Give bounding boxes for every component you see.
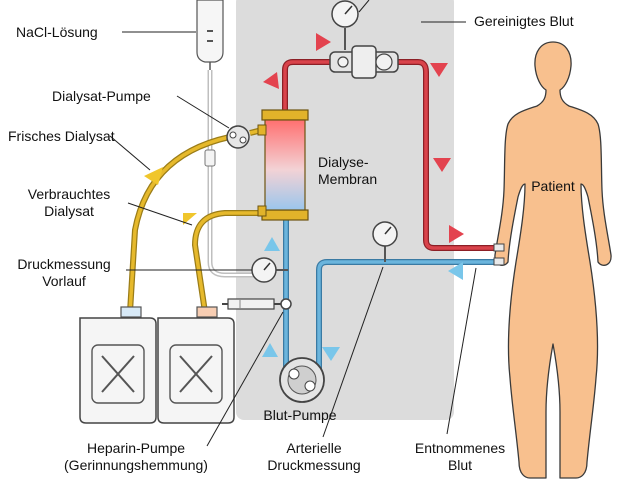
heparin-syringe[interactable] (222, 298, 286, 310)
used-dialysate-canister (157, 306, 235, 424)
flow-arrow-red (430, 63, 448, 77)
label-blood-pump: Blut-Pumpe (263, 407, 337, 423)
label-inflow-pressure-line2: Vorlauf (42, 273, 86, 289)
flow-arrow-blue (262, 343, 278, 357)
label-dialysate-pump: Dialysat-Pumpe (52, 88, 151, 104)
label-heparin-pump-line2: (Gerinnungshemmung) (64, 457, 208, 473)
label-purified-blood: Gereinigtes Blut (474, 13, 574, 29)
flow-arrow-blue (264, 237, 280, 251)
label-used-dialysate-line2: Dialysat (44, 203, 94, 219)
label-inflow-pressure: Druckmessung Vorlauf (2, 256, 126, 290)
blood-pump[interactable] (279, 357, 325, 403)
needle-connector (493, 243, 505, 266)
label-dialysis-membrane-line1: Dialyse- (318, 154, 369, 170)
label-withdrawn-blood-line1: Entnommenes (414, 440, 506, 456)
junction-clamp (280, 298, 292, 310)
dialysate-pump[interactable] (226, 125, 250, 149)
label-used-dialysate-line1: Verbrauchtes (27, 186, 111, 202)
flow-arrow-red (449, 225, 464, 243)
flow-arrow-red (433, 158, 451, 172)
saline-bag (196, 0, 224, 70)
label-fresh-dialysate: Frisches Dialysat (8, 128, 115, 144)
top-pressure-gauge (331, 0, 359, 50)
label-arterial-pressure: Arterielle Druckmessung (252, 440, 376, 474)
label-heparin-pump: Heparin-Pumpe (Gerinnungshemmung) (50, 440, 222, 474)
flow-arrows (144, 33, 464, 361)
drip-chamber (204, 149, 216, 167)
flow-arrow-red (263, 72, 279, 89)
fresh-dialysate-canister (79, 306, 157, 424)
label-used-dialysate: Verbrauchtes Dialysat (14, 186, 124, 220)
label-withdrawn-blood-line2: Blut (447, 457, 473, 473)
label-withdrawn-blood: Entnommenes Blut (398, 440, 522, 474)
label-dialysis-membrane: Dialyse- Membran (318, 154, 377, 188)
arterial-pressure-gauge (372, 221, 398, 247)
machine-panel (236, 0, 454, 420)
label-patient: Patient (531, 178, 575, 194)
label-arterial-pressure-line2: Druckmessung (267, 457, 361, 473)
flow-arrow-blue (322, 347, 340, 361)
flow-arrow-yellow (144, 167, 163, 185)
flow-arrow-yellow (183, 213, 197, 225)
label-dialysis-membrane-line2: Membran (318, 171, 378, 187)
label-nacl-solution: NaCl-Lösung (16, 24, 98, 40)
flow-arrow-red (316, 33, 331, 51)
leader-lines (109, 0, 477, 447)
air-trap (329, 45, 399, 79)
label-heparin-pump-line1: Heparin-Pumpe (86, 440, 186, 456)
flow-arrow-blue (448, 262, 463, 280)
label-arterial-pressure-line1: Arterielle (286, 440, 342, 456)
dialysis-membrane (257, 109, 309, 221)
label-inflow-pressure-line1: Druckmessung (17, 256, 111, 272)
patient-figure (494, 41, 612, 479)
fresh-dialysate-line (127, 132, 241, 313)
